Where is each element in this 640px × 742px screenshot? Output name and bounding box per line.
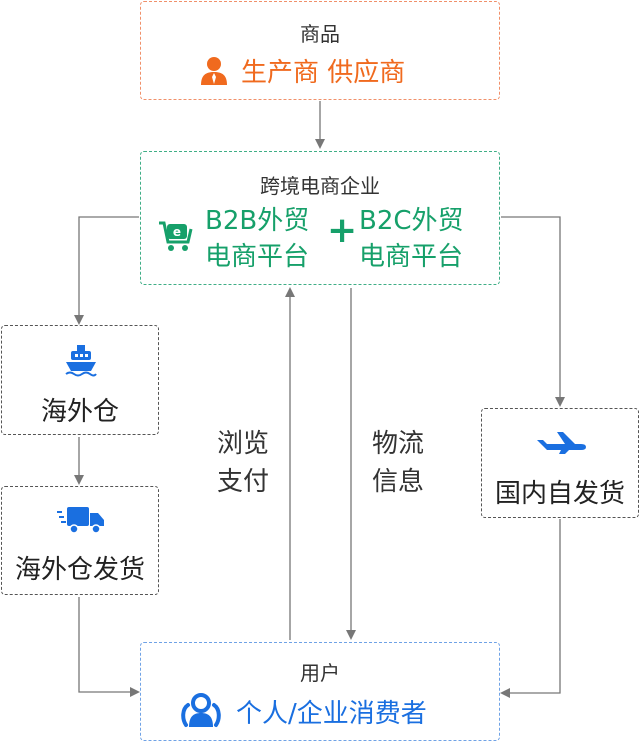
airplane-icon [537,432,586,454]
overseas-shipping-label: 海外仓发货 [14,555,145,585]
domestic-shipping-label: 国内自发货 [494,479,625,509]
users-icon [181,693,221,727]
plus-sign: + [327,210,358,251]
truck-icon [57,507,104,534]
domestic-shipping-node: 国内自发货 [481,408,639,518]
logistics-info-label: 物流 信息 [363,425,433,501]
ecommerce-cart-icon: e [159,221,193,251]
ship-icon [65,345,97,377]
arrow-domestic-to-user [500,519,561,698]
b2c-line2: 电商平台 [359,242,464,272]
info-label: 信息 [371,467,424,497]
b2b-line2: 电商平台 [205,242,310,272]
overseas-warehouse-label: 海外仓 [40,397,119,427]
overseas-warehouse-node: 海外仓 [1,325,159,435]
goods-subtitle: 生产商 供应商 [241,58,406,88]
pay-label: 支付 [216,467,269,497]
user-node: 用户 个人/企业消费者 [140,642,500,741]
logistics-label: 物流 [371,429,424,459]
goods-title: 商品 [300,22,340,46]
overseas-shipping-node: 海外仓发货 [1,486,159,595]
enterprise-node: 跨境电商企业 e B2B外贸 电商平台 + B2C外贸 电商平台 [140,151,500,285]
arrow-shipping-to-user [78,597,140,697]
user-title: 用户 [300,661,340,685]
browse-pay-label: 浏览 支付 [208,425,278,501]
arrow-enterprise-to-domestic [501,216,565,407]
b2c-line1: B2C外贸 [359,206,464,236]
svg-text:e: e [173,225,181,239]
person-icon [201,57,227,85]
arrow-enterprise-to-warehouse [74,216,139,325]
enterprise-title: 跨境电商企业 [260,174,380,198]
b2b-line1: B2B外贸 [205,206,310,236]
goods-node: 商品 生产商 供应商 [140,1,500,100]
user-subtitle: 个人/企业消费者 [236,699,427,729]
browse-label: 浏览 [216,429,269,459]
